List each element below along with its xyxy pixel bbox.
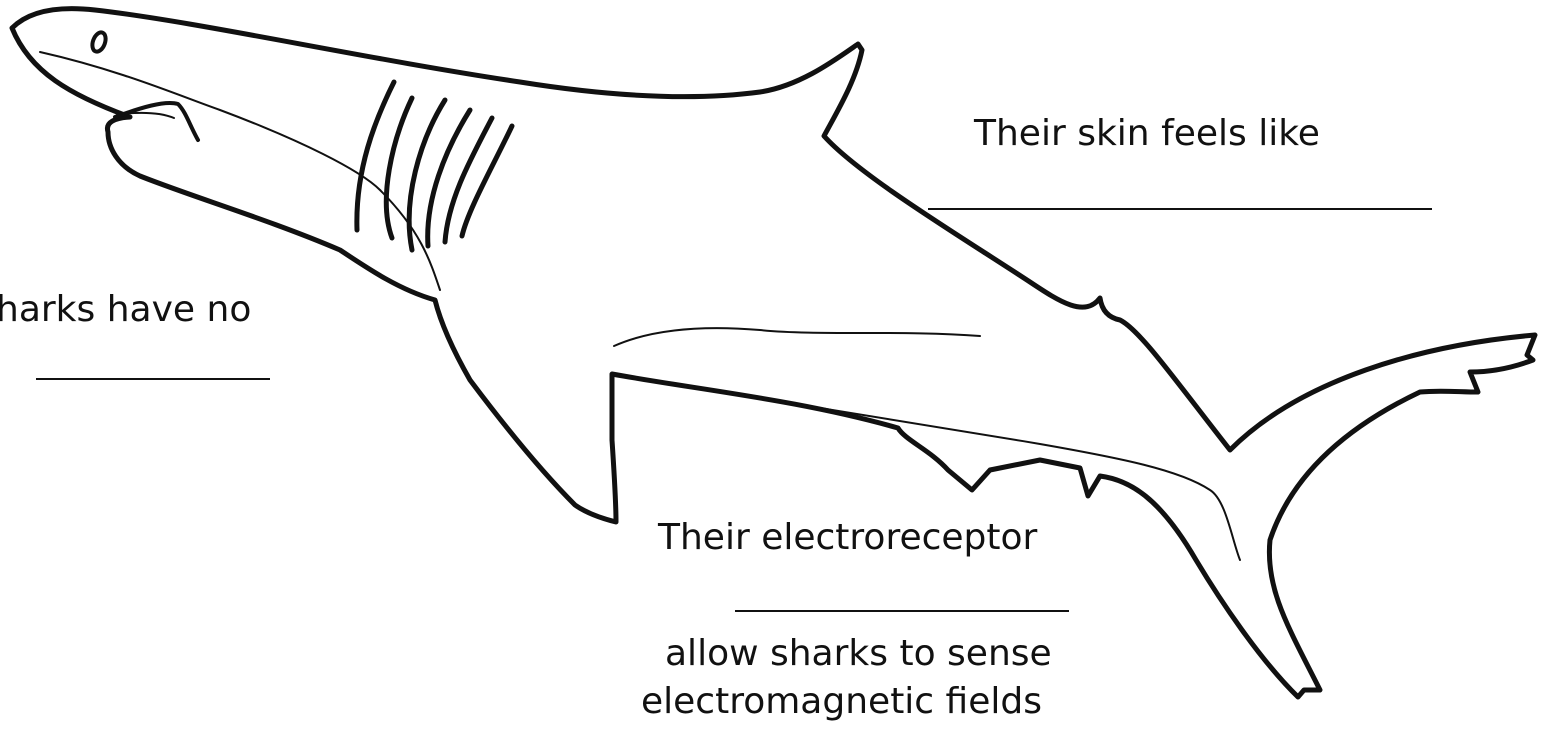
- shark-mouth: [115, 103, 198, 140]
- skin-answer-blank[interactable]: [928, 208, 1432, 210]
- electromagnetic-fields-label: electromagnetic fields: [641, 680, 1042, 723]
- allow-sharks-label: allow sharks to sense: [665, 632, 1052, 675]
- gill-slit-6: [462, 126, 512, 236]
- shark-ventral-line: [614, 328, 980, 346]
- sharks-have-no-answer-blank[interactable]: [36, 378, 270, 380]
- skin-feels-like-label: Their skin feels like: [974, 112, 1320, 155]
- sharks-have-no-label: harks have no: [0, 288, 251, 331]
- electroreceptor-label: Their electroreceptor: [658, 516, 1037, 559]
- shark-eye: [90, 31, 108, 54]
- electroreceptor-answer-blank[interactable]: [735, 610, 1069, 612]
- shark-belly-line: [40, 52, 440, 290]
